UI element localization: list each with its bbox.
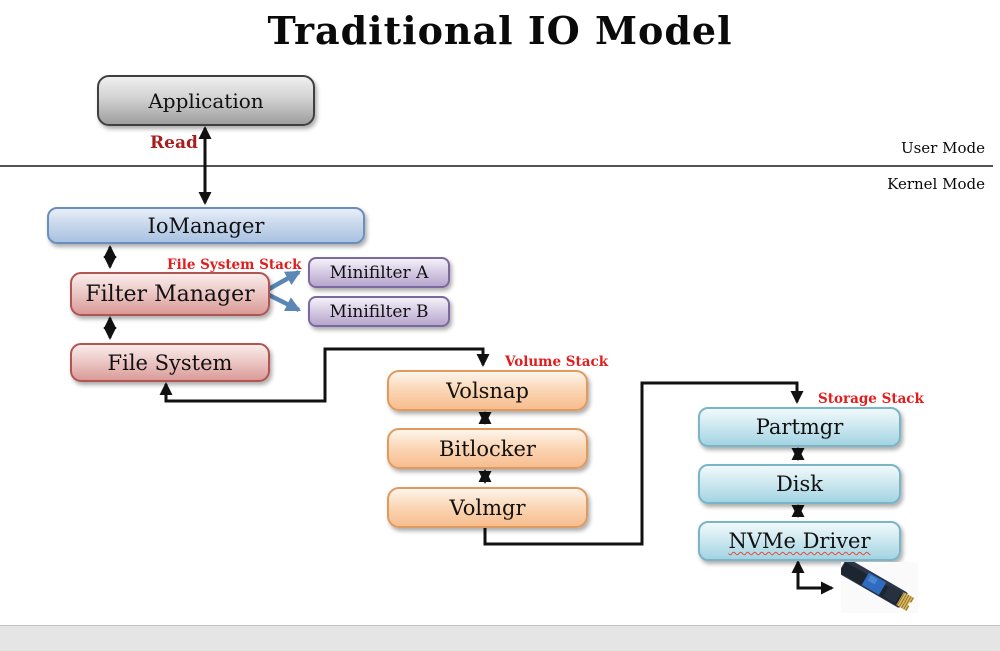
node-partmgr: Partmgr (698, 407, 901, 447)
node-iomanager: IoManager (47, 207, 365, 244)
nvme-ssd-illustration (838, 558, 918, 613)
node-application: Application (97, 75, 315, 126)
kernel-mode-label: Kernel Mode (887, 175, 985, 193)
file-system-stack-label: File System Stack (167, 257, 302, 273)
node-filter-manager: Filter Manager (70, 272, 270, 316)
arrow-filtermanager-minifilter-b (267, 292, 302, 313)
user-mode-label: User Mode (900, 139, 985, 157)
node-minifilter-a: Minifilter A (308, 257, 450, 288)
arrow-filtermanager-minifilter-a (267, 270, 301, 291)
storage-stack-label: Storage Stack (818, 391, 924, 407)
nvme-ssd-photo (838, 558, 918, 613)
node-volmgr: Volmgr (387, 487, 588, 528)
nvme-driver-label: NVMe Driver (728, 529, 871, 553)
node-volsnap: Volsnap (387, 370, 588, 411)
node-disk: Disk (698, 464, 901, 504)
node-bitlocker: Bitlocker (387, 428, 588, 469)
page-title: Traditional IO Model (267, 8, 733, 53)
node-nvme-driver: NVMe Driver (698, 521, 901, 561)
read-label: Read (150, 133, 198, 153)
node-file-system: File System (70, 343, 270, 382)
volume-stack-label: Volume Stack (505, 354, 609, 370)
bottom-bar (0, 625, 1000, 651)
node-minifilter-b: Minifilter B (308, 296, 450, 327)
arrow-nvmedriver-ssd (791, 560, 834, 595)
